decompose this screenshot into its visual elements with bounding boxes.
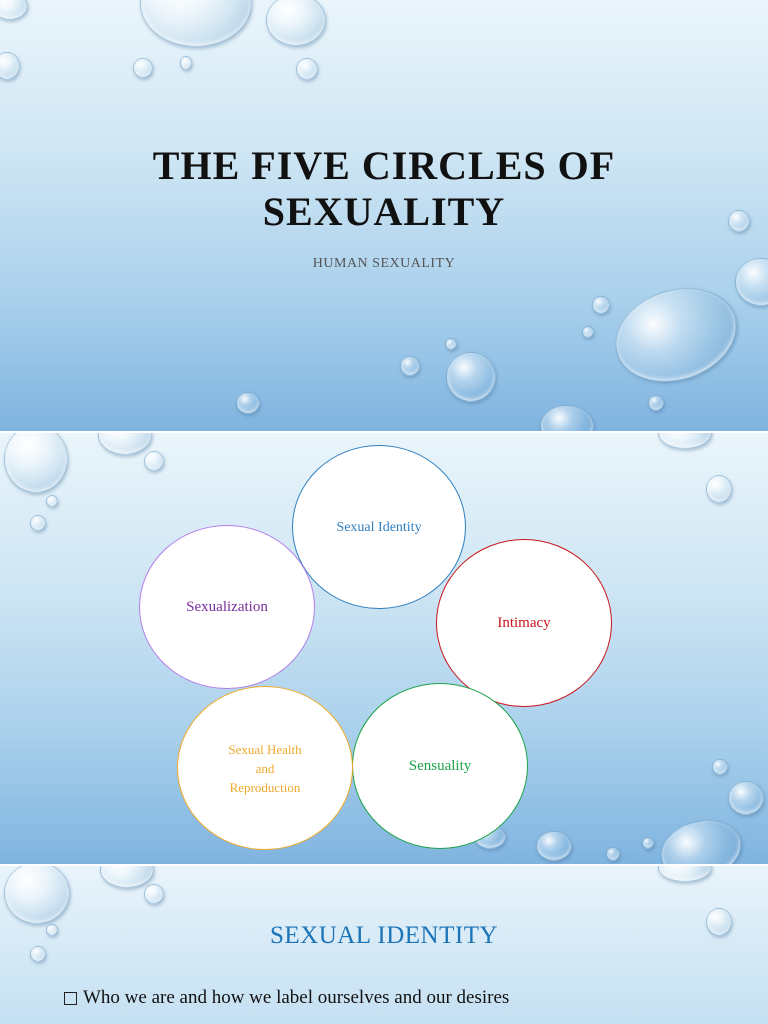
title-line-1: THE FIVE CIRCLES OF (152, 143, 616, 188)
water-drop-icon (100, 866, 154, 888)
water-drop-icon (46, 495, 58, 507)
water-drop-icon (4, 433, 68, 493)
water-drop-icon (653, 811, 749, 864)
five-circles-slide: Sexual Identity Intimacy Sensuality Sexu… (0, 433, 768, 864)
water-drop-icon (30, 515, 46, 531)
sexual-identity-slide: SEXUAL IDENTITY Who we are and how we la… (0, 866, 768, 1024)
circle-sexualization: Sexualization (139, 525, 315, 689)
page-title: THE FIVE CIRCLES OF SEXUALITY (0, 143, 768, 235)
slide-title: SEXUAL IDENTITY (269, 922, 499, 949)
water-drop-icon (582, 326, 594, 338)
circle-label: Sexualization (186, 598, 268, 615)
water-drop-icon (706, 908, 732, 936)
water-drop-icon (446, 352, 496, 402)
title-slide: THE FIVE CIRCLES OF SEXUALITY HUMAN SEXU… (0, 0, 768, 431)
water-drop-icon (592, 296, 610, 314)
water-drop-icon (133, 58, 153, 78)
circle-label: Sensuality (408, 757, 472, 774)
water-drop-icon (728, 781, 764, 815)
water-drop-icon (0, 0, 28, 20)
water-drop-icon (603, 273, 749, 397)
bullet-item: Who we are and how we label ourselves an… (64, 987, 509, 1009)
circle-label: Sexual Identity (336, 519, 422, 535)
title-line-2: SEXUALITY (262, 189, 506, 234)
water-drop-icon (140, 0, 252, 47)
circle-sexual-health-reproduction: Sexual Health and Reproduction (177, 686, 353, 850)
water-drop-icon (706, 475, 732, 503)
water-drop-icon (0, 52, 20, 80)
water-drop-icon (4, 866, 70, 924)
water-drop-icon (648, 395, 664, 411)
circle-label-line: Sexual Health (228, 741, 302, 757)
water-drop-icon (642, 837, 654, 849)
subtitle: HUMAN SEXUALITY (312, 256, 456, 271)
water-drop-icon (46, 924, 58, 936)
water-drop-icon (98, 433, 152, 455)
water-drop-icon (712, 759, 728, 775)
water-drop-icon (236, 392, 260, 414)
water-drop-icon (180, 56, 192, 70)
circle-label: Sexual Health and Reproduction (228, 740, 301, 797)
circle-sexual-identity: Sexual Identity (292, 445, 466, 609)
water-drop-icon (30, 946, 46, 962)
water-drop-icon (658, 866, 712, 882)
checkbox-square-icon (64, 991, 77, 1005)
circle-label: Intimacy (497, 614, 551, 631)
water-drop-icon (266, 0, 326, 46)
circle-sensuality: Sensuality (352, 683, 528, 849)
water-drop-icon (728, 210, 750, 232)
circle-label-line: Reproduction (229, 779, 301, 795)
water-drop-icon (540, 405, 594, 431)
water-drop-icon (606, 847, 620, 861)
water-drop-icon (658, 433, 712, 449)
water-drop-icon (536, 831, 572, 861)
water-drop-icon (144, 451, 164, 471)
water-drop-icon (144, 884, 164, 904)
water-drop-icon (445, 338, 457, 350)
bullet-text: Who we are and how we label ourselves an… (83, 987, 510, 1008)
circle-intimacy: Intimacy (436, 539, 612, 707)
circle-label-line: and (255, 760, 275, 776)
water-drop-icon (400, 356, 420, 376)
water-drop-icon (296, 58, 318, 80)
